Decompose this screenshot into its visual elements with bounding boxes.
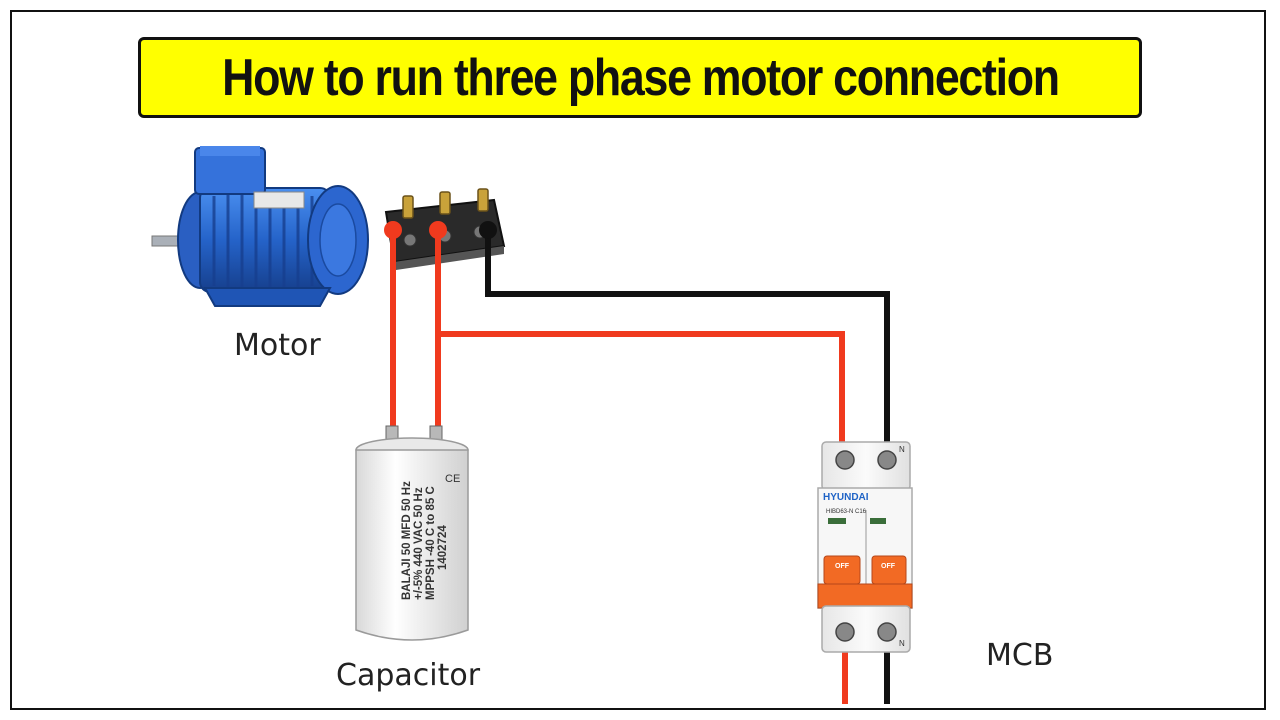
capacitor-text-line-4: 1402724	[437, 525, 449, 570]
run-capacitor-icon: CE BALAJI 50 MFD 50 Hz +/-5% 440 VAC 50 …	[355, 425, 469, 641]
mcb-off-right: OFF	[881, 563, 896, 570]
capacitor-text-line-1: BALAJI 50 MFD 50 Hz	[401, 481, 413, 600]
circuit-breaker-icon: N HYUNDAI HIBD63-N C16 OFF OFF N	[817, 441, 913, 653]
mcb-terminal-n-top: N	[899, 445, 905, 454]
terminal-dot-2	[429, 221, 447, 239]
mcb-model: HIBD63-N C16	[826, 509, 867, 515]
capacitor-label: Capacitor	[336, 658, 481, 693]
electric-motor-icon	[151, 146, 369, 307]
capacitor-ce-mark: CE	[445, 473, 460, 485]
page-title: How to run three phase motor connection	[221, 48, 1060, 107]
mcb-label: MCB	[986, 638, 1054, 673]
mcb-off-left: OFF	[835, 563, 850, 570]
capacitor-text-line-2: +/-5% 440 VAC 50 Hz	[413, 487, 425, 600]
terminal-dot-1	[384, 221, 402, 239]
mcb-terminal-n-bottom: N	[899, 639, 905, 648]
mcb-brand: HYUNDAI	[823, 492, 869, 503]
title-banner: How to run three phase motor connection	[138, 37, 1142, 118]
terminal-dot-3	[479, 221, 497, 239]
diagram-frame	[10, 10, 1266, 710]
phase-wire-to-mcb	[438, 331, 845, 454]
motor-label: Motor	[234, 328, 321, 363]
neutral-wire-to-mcb	[485, 232, 890, 454]
capacitor-text-line-3: MPPSH -40 C to 85 C	[425, 486, 437, 600]
